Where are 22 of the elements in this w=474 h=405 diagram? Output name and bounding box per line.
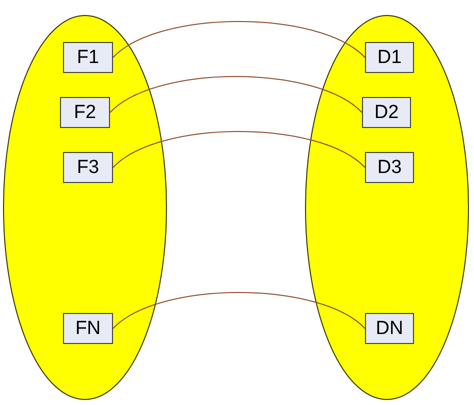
ellipse-shape <box>3 15 167 400</box>
label-box <box>63 313 113 344</box>
node-label: FN <box>75 319 101 338</box>
connector-line <box>112 131 366 168</box>
label-box <box>63 152 113 183</box>
label-box <box>63 42 113 73</box>
label-box <box>365 152 414 183</box>
node-label: F1 <box>76 48 100 67</box>
connector-line <box>112 21 366 58</box>
label-box <box>60 97 110 128</box>
node-label: F2 <box>74 103 96 122</box>
connector-line <box>112 292 366 329</box>
label-box <box>365 42 414 73</box>
label-box <box>362 97 411 128</box>
node-label: D2 <box>374 103 399 122</box>
label-box <box>365 313 414 344</box>
node-label: DN <box>376 319 404 338</box>
node-label: D1 <box>377 48 402 67</box>
connector-line <box>110 76 362 113</box>
node-label: F3 <box>76 158 100 177</box>
ellipse-shape <box>305 15 469 400</box>
node-label: D3 <box>377 158 402 177</box>
